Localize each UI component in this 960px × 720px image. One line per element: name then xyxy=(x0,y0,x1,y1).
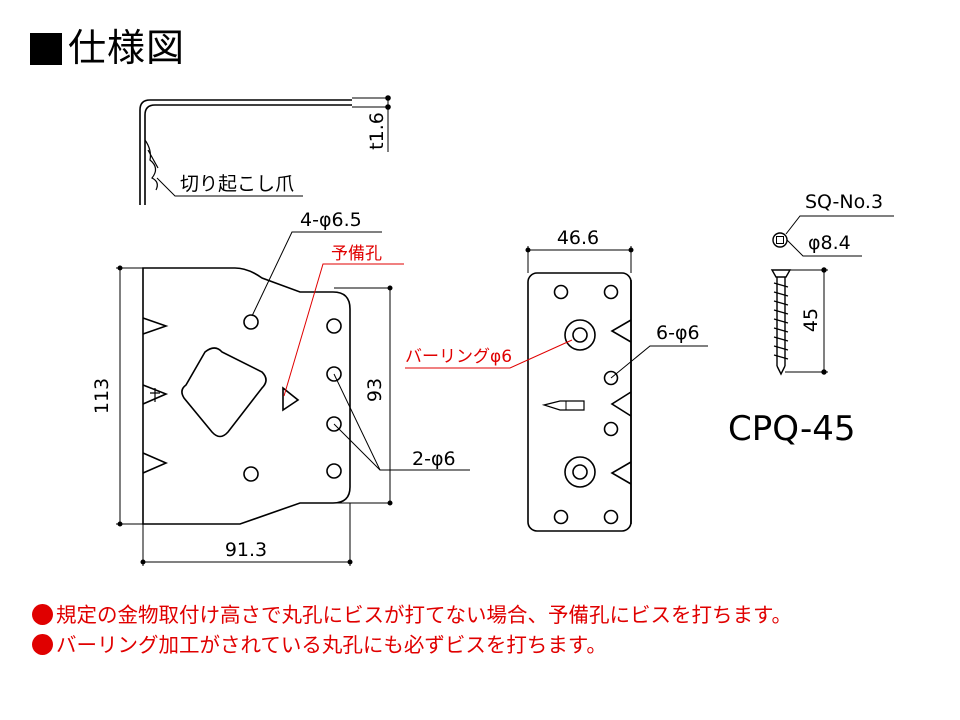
hole-pitch-dim: 93 xyxy=(364,378,386,402)
note-item: 規定の金物取付け高さで丸孔にビスが打てない場合、予備孔にビスを打ちます。 xyxy=(32,600,792,630)
side-view xyxy=(139,95,391,205)
burring-label: バーリングφ6 xyxy=(405,347,512,367)
small-holes-label: 2-φ6 xyxy=(412,448,456,470)
note-item: バーリング加工がされている丸孔にも必ずビスを打ちます。 xyxy=(32,630,792,660)
spec-drawing: t1.6 切り起こし爪 xyxy=(91,95,894,566)
other-holes-label: 6-φ6 xyxy=(656,322,700,344)
other-view-plate xyxy=(527,272,632,532)
spare-hole-label: 予備孔 xyxy=(331,244,382,264)
front-width-dim: 91.3 xyxy=(225,539,267,561)
page-title: 仕様図 xyxy=(30,26,185,70)
front-holes-label: 4-φ6.5 xyxy=(300,209,362,231)
title-text: 仕様図 xyxy=(68,26,186,70)
notes-list: 規定の金物取付け高さで丸孔にビスが打てない場合、予備孔にビスを打ちます。 バーリ… xyxy=(32,600,792,660)
product-code: CPQ-45 xyxy=(728,409,855,449)
bullet-icon xyxy=(32,634,53,655)
screw-head-dia-label: φ8.4 xyxy=(808,232,851,254)
other-width-dim: 46.6 xyxy=(557,227,599,249)
screw-drawing xyxy=(770,215,894,376)
other-view-dimensions xyxy=(405,246,708,379)
front-view-dimensions xyxy=(116,231,470,566)
claw-label: 切り起こし爪 xyxy=(180,173,294,195)
bullet-icon xyxy=(32,604,53,625)
title-square-icon xyxy=(30,33,62,65)
thickness-dim: t1.6 xyxy=(366,112,388,150)
height-dim: 113 xyxy=(91,378,113,414)
screw-length-dim: 45 xyxy=(800,308,822,332)
front-view-plate xyxy=(142,267,351,525)
screw-type-label: SQ-No.3 xyxy=(805,191,883,213)
